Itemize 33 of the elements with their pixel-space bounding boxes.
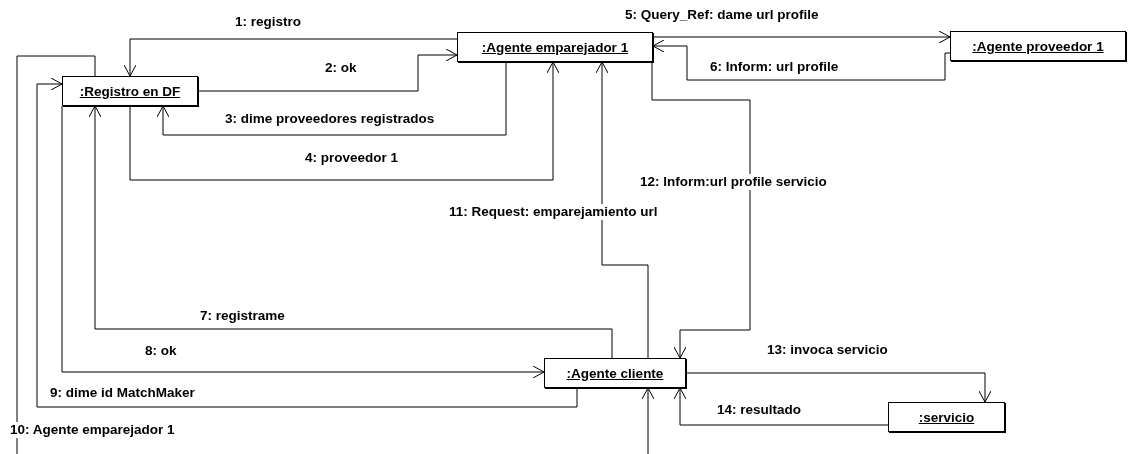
message-label: 10: Agente emparejador 1 bbox=[8, 422, 177, 438]
message-arrow bbox=[685, 372, 992, 403]
message-arrow bbox=[36, 77, 578, 408]
message-arrow bbox=[61, 105, 545, 379]
message-arrow bbox=[595, 61, 649, 359]
message-arrow bbox=[156, 61, 507, 136]
message-label: 12: Inform:url profile servicio bbox=[638, 174, 829, 190]
object-box bbox=[950, 31, 1126, 61]
message-label: 4: proveedor 1 bbox=[303, 150, 401, 166]
object-name: :servicio bbox=[918, 409, 975, 425]
message-arrow bbox=[651, 61, 751, 359]
object-box bbox=[457, 32, 653, 62]
object-name: :Agente proveedor 1 bbox=[972, 38, 1104, 54]
message-arrow bbox=[652, 30, 951, 44]
message-arrow bbox=[88, 105, 613, 359]
message-label: 7: registrame bbox=[198, 308, 287, 324]
object-box bbox=[888, 402, 1005, 432]
message-label: 6: Inform: url profile bbox=[708, 59, 841, 75]
object-box bbox=[62, 76, 198, 106]
object-name: :Agente cliente bbox=[566, 365, 664, 381]
message-arrow bbox=[123, 38, 458, 77]
message-label: 11: Request: emparejamiento url bbox=[447, 204, 660, 220]
message-label: 5: Query_Ref: dame url profile bbox=[623, 7, 821, 23]
object-name: :Agente emparejador 1 bbox=[481, 39, 629, 55]
message-arrow bbox=[129, 61, 560, 181]
object-box bbox=[544, 358, 686, 388]
message-arrow bbox=[673, 387, 889, 426]
message-arrow bbox=[197, 48, 458, 92]
message-label: 3: dime proveedores registrados bbox=[223, 111, 437, 127]
object-name: :Registro en DF bbox=[79, 83, 181, 99]
message-arrow bbox=[641, 387, 655, 454]
message-label: 1: registro bbox=[233, 14, 304, 30]
message-arrow bbox=[652, 39, 951, 81]
